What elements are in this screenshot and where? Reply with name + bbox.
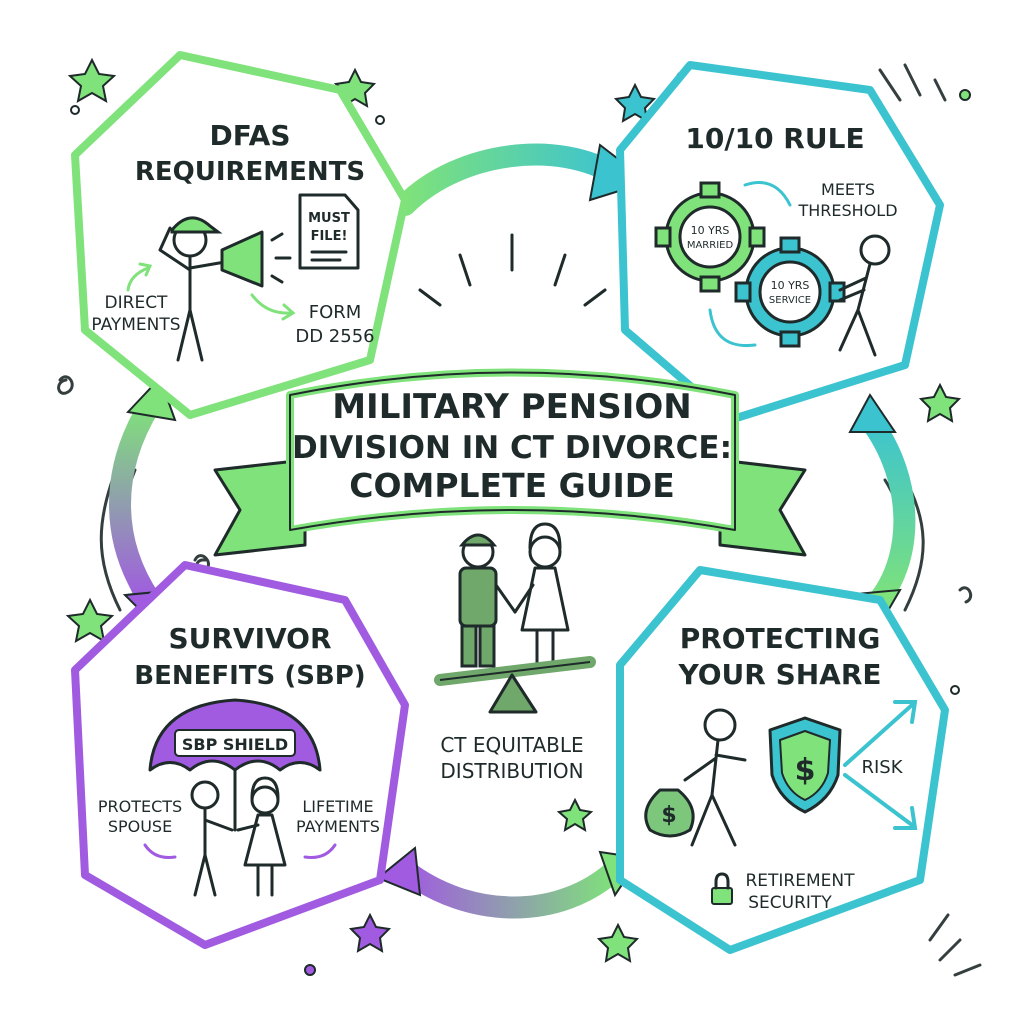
lock-icon	[711, 872, 733, 905]
protect-footer-line1: RETIREMENT	[745, 871, 855, 891]
money-bag-icon: $	[644, 788, 695, 838]
risk-arrow-down-icon	[843, 773, 914, 827]
shield-dollar-icon: $	[768, 716, 842, 814]
center-caption-line2: DISTRIBUTION	[440, 759, 583, 783]
soldier-megaphone-figure	[158, 216, 292, 362]
star-icon	[67, 57, 117, 103]
banner-title-line1: MILITARY PENSION	[332, 387, 692, 427]
svg-text:$: $	[661, 803, 676, 828]
sbp-right-line1: LIFETIME	[302, 797, 373, 816]
seesaw-fulcrum	[488, 673, 538, 714]
gear1-line2: MARRIED	[687, 240, 734, 251]
rule-title: 10/10 RULE	[685, 122, 864, 155]
sbp-left-line2: SPOUSE	[108, 817, 172, 836]
panel-dfas: DFAS REQUIREMENTS MUST FILE! DIRECT PAYM…	[91, 119, 375, 362]
arrow-bottom	[394, 859, 626, 919]
decorative-stars	[65, 57, 971, 976]
rule-label-line1: MEETS	[821, 180, 875, 199]
panel-protect: PROTECTING YOUR SHARE $ $ RISK RETIREMEN…	[644, 622, 918, 913]
sbp-left-line1: PROTECTS	[98, 797, 182, 816]
couple-figure	[190, 776, 287, 897]
pushing-person-figure	[838, 234, 891, 357]
megaphone-icon	[220, 230, 264, 288]
dfas-left-line1: DIRECT	[105, 293, 169, 313]
dfas-right-line1: FORM	[309, 302, 362, 323]
umbrella-icon: SBP SHIELD	[148, 698, 322, 832]
gear1-line1: 10 YRS	[691, 224, 730, 237]
risk-arrow-up-icon	[843, 703, 914, 767]
svg-text:$: $	[795, 753, 816, 788]
arrow-bottom-head-left	[376, 846, 422, 897]
star-icon	[918, 382, 962, 423]
title-banner: MILITARY PENSION DIVISION IN CT DIVORCE:…	[213, 233, 807, 557]
dfas-note-line2: FILE!	[311, 229, 348, 244]
sbp-title-line1: SURVIVOR	[168, 622, 331, 655]
star-icon	[613, 82, 657, 123]
umbrella-label: SBP SHIELD	[182, 735, 288, 754]
panel-rule: 10/10 RULE MEETS THRESHOLD 10 YRS MARRIE…	[654, 122, 898, 357]
gear2-line2: SERVICE	[769, 295, 811, 306]
banner-title-line2: DIVISION IN CT DIVORCE:	[292, 430, 732, 466]
rotate-arrow-icon	[743, 181, 792, 207]
dfas-right-line2: DD 2556	[295, 326, 374, 347]
arrow-right	[859, 409, 916, 616]
dfas-note-line1: MUST	[308, 211, 350, 226]
protect-footer-line2: SECURITY	[748, 893, 832, 913]
arrow-top	[394, 143, 626, 216]
person-with-money-figure	[683, 708, 747, 847]
dfas-title-line2: REQUIREMENTS	[135, 157, 365, 187]
star-icon	[65, 597, 115, 643]
gear-service-icon: 10 YRS SERVICE	[734, 236, 846, 348]
arrow-up-icon	[126, 266, 150, 292]
flow-arrows	[109, 143, 916, 919]
gear-married-icon: 10 YRS MARRIED	[654, 181, 766, 293]
star-icon	[348, 912, 392, 953]
sbp-title-line2: BENEFITS (SBP)	[134, 661, 365, 691]
arrow-right-icon	[250, 293, 294, 315]
protect-title-line1: PROTECTING	[680, 622, 881, 655]
center-equitable-distribution: CT EQUITABLE DISTRIBUTION	[434, 522, 596, 783]
center-caption-line1: CT EQUITABLE	[440, 733, 583, 757]
arrow-left	[109, 394, 161, 611]
must-file-note: MUST FILE!	[298, 193, 360, 270]
dfas-left-line2: PAYMENTS	[91, 315, 180, 335]
star-icon	[556, 797, 594, 832]
rotate-arrow-icon-2	[708, 308, 757, 348]
panel-sbp: SURVIVOR BENEFITS (SBP) SBP SHIELD PROTE…	[98, 622, 380, 897]
dfas-title-line1: DFAS	[210, 119, 291, 152]
arrow-right-icon	[143, 843, 177, 859]
star-icon	[596, 922, 640, 963]
panel-dfas-hexagon	[71, 51, 409, 419]
banner-title-line3: COMPLETE GUIDE	[349, 466, 675, 505]
sbp-right-line2: PAYMENTS	[296, 817, 380, 836]
arrow-left-icon	[303, 843, 337, 859]
protect-title-line2: YOUR SHARE	[677, 658, 881, 691]
woman-figure	[513, 522, 570, 667]
rule-label-line2: THRESHOLD	[797, 201, 897, 220]
gear2-line1: 10 YRS	[771, 279, 810, 292]
arrow-right-head-top	[848, 393, 897, 433]
soldier-figure	[458, 533, 517, 668]
protect-risk-label: RISK	[861, 757, 903, 778]
